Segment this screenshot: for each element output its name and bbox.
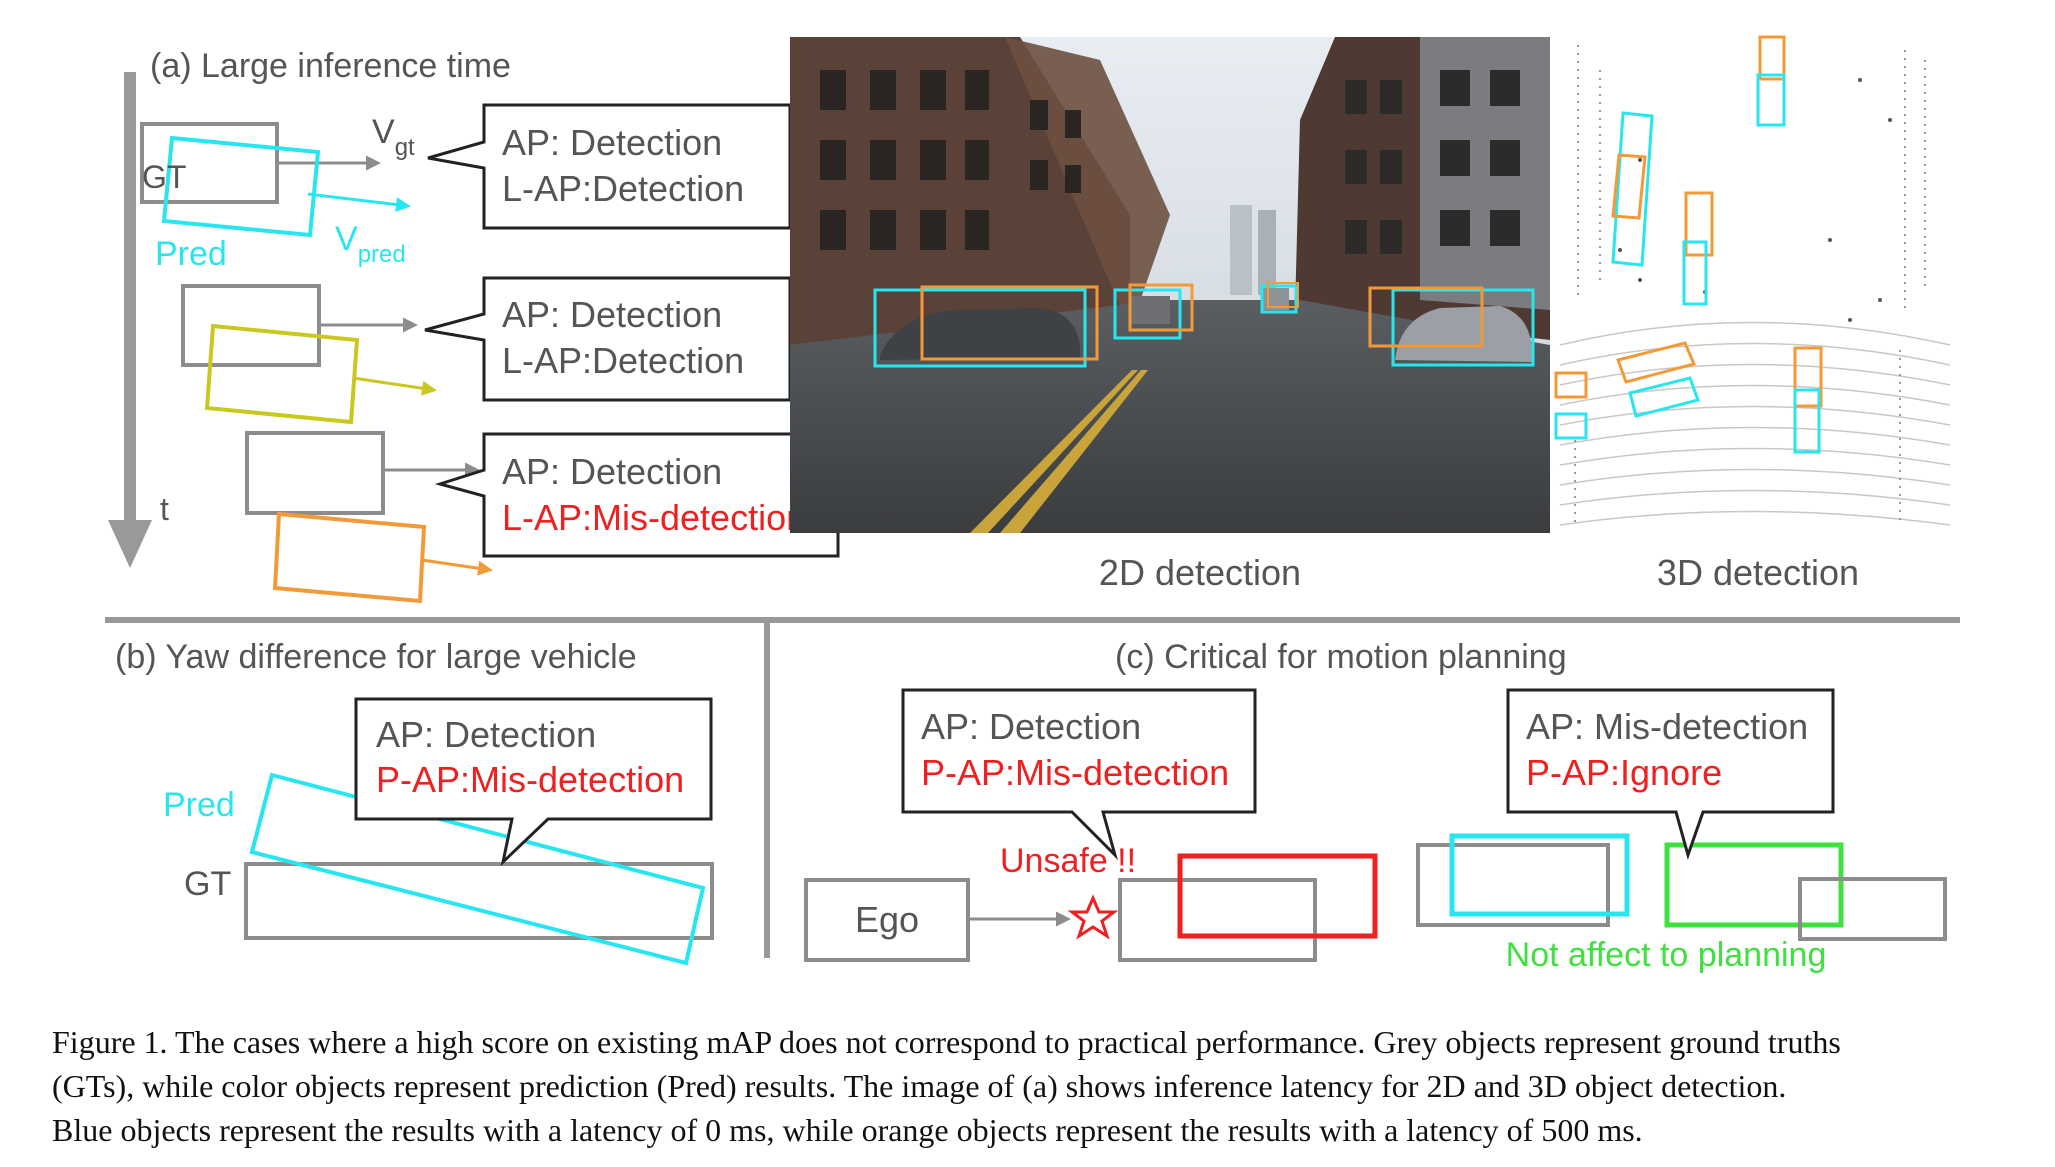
- panel-c-right-callout-line2: P-AP:Ignore: [1526, 752, 1722, 793]
- row2-boxes: [181, 284, 437, 425]
- det3d-orange-2: [1611, 153, 1647, 220]
- unsafe-star-icon: [1067, 894, 1119, 940]
- row2-pred-velocity-arrow: [352, 376, 437, 396]
- pred-label-a: Pred: [155, 235, 227, 273]
- panel-c-right-gt-box-1: [1416, 843, 1610, 927]
- det2d-orange-2: [1128, 283, 1194, 332]
- panel-b-callout-line2: P-AP:Mis-detection: [376, 759, 684, 800]
- not-affect-label: Not affect to planning: [1506, 936, 1827, 974]
- panel-c-left-pred-box: [1177, 853, 1378, 939]
- camera-image-2d: [790, 37, 1550, 533]
- det3d-orange-6: [1793, 346, 1823, 408]
- callout-row3-line1: AP: Detection: [502, 451, 722, 492]
- panel-c-right-pred-box-green: [1664, 842, 1844, 928]
- det2d-orange-1: [920, 285, 1099, 361]
- panel-c-left-callout: [901, 688, 1257, 861]
- panel-c-title: (c) Critical for motion planning: [1115, 638, 1567, 676]
- row1-pred-velocity-arrow: [307, 192, 411, 213]
- callout-row2-line1: AP: Detection: [502, 294, 722, 335]
- caption-line-2: (GTs), while color objects represent pre…: [52, 1068, 1787, 1104]
- panel-c-right-callout: [1506, 688, 1835, 861]
- callout-row3-line2: L-AP:Mis-detection: [502, 497, 806, 538]
- det2d-cyan-2: [1113, 288, 1182, 340]
- det3d-orange-1: [1758, 35, 1786, 81]
- v-gt-label: Vgt: [372, 113, 415, 161]
- det3d-orange-4: [1616, 341, 1697, 384]
- det3d-cyan-5: [1554, 412, 1588, 440]
- panel-c-left-callout-line2: P-AP:Mis-detection: [921, 752, 1229, 793]
- lidar-image-3d: [1552, 35, 1951, 533]
- det2d-orange-4: [1368, 286, 1484, 348]
- det3d-cyan-2: [1611, 111, 1654, 267]
- gt-label: GT: [142, 159, 186, 195]
- panel-c-right-callout-line1: AP: Mis-detection: [1526, 706, 1808, 747]
- time-label: t: [160, 491, 169, 527]
- panel-c-right-pred-box-cyan: [1449, 833, 1630, 917]
- row2-gt-box: [181, 284, 321, 367]
- callout-row1-line1: AP: Detection: [502, 122, 722, 163]
- panel-b-pred-box: [249, 772, 706, 966]
- panel-c-left-gt-box: [1118, 878, 1317, 962]
- unsafe-label: Unsafe !!: [1000, 842, 1136, 880]
- time-axis: [108, 72, 152, 568]
- caption-line-3: Blue objects represent the results with …: [52, 1112, 1643, 1148]
- callout-row1-line2: L-AP:Detection: [502, 168, 744, 209]
- panel-b-gt-label: GT: [184, 865, 231, 903]
- row2-pred-box: [204, 323, 360, 425]
- panel-b-gt-box: [244, 862, 714, 940]
- det2d-cyan-3: [1260, 284, 1298, 314]
- panel-b-pred-label: Pred: [163, 786, 235, 824]
- row3-boxes: [245, 431, 493, 604]
- row1-pred-box: [161, 135, 321, 238]
- panel-b-title: (b) Yaw difference for large vehicle: [115, 638, 637, 676]
- figure-canvas: (a) Large inference time t GT Pred Vgt V…: [105, 35, 1960, 974]
- row3-pred-velocity-arrow: [421, 558, 493, 576]
- det3d-cyan-6: [1793, 388, 1821, 454]
- det3d-orange-5: [1554, 371, 1588, 399]
- det3d-orange-3: [1684, 191, 1714, 257]
- det3d-cyan-1: [1756, 73, 1786, 127]
- panel-a-title: (a) Large inference time: [150, 47, 511, 85]
- det3d-cyan-4: [1628, 376, 1700, 418]
- ego-label: Ego: [855, 899, 919, 940]
- det2d-cyan-1: [873, 288, 1087, 368]
- row1-boxes: [140, 122, 411, 238]
- row3-pred-box: [272, 511, 427, 604]
- panel-b-callout-line1: AP: Detection: [376, 714, 596, 755]
- panel-b-callout: [354, 697, 713, 867]
- det2d-cyan-4: [1391, 288, 1535, 367]
- label-3d-detection: 3D detection: [1657, 552, 1859, 593]
- caption-line-1: Figure 1. The cases where a high score o…: [52, 1024, 1841, 1060]
- panel-c-right-gt-box-2: [1798, 877, 1947, 941]
- det2d-orange-3: [1267, 282, 1299, 308]
- label-2d-detection: 2D detection: [1099, 552, 1301, 593]
- callout-row2-line2: L-AP:Detection: [502, 340, 744, 381]
- row3-gt-box: [245, 431, 385, 515]
- panel-c-left-callout-line1: AP: Detection: [921, 706, 1141, 747]
- v-pred-label: Vpred: [335, 220, 406, 268]
- det3d-cyan-3: [1682, 240, 1708, 306]
- figure-caption: Figure 1. The cases where a high score o…: [52, 1020, 2027, 1152]
